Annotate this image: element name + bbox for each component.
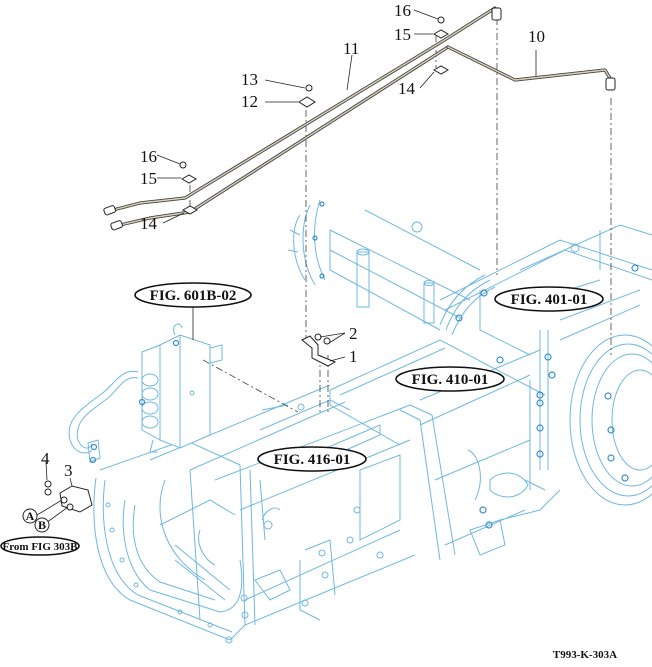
clamp-14-front-icon xyxy=(181,205,199,215)
callout-13: 13 xyxy=(241,70,258,89)
assembly-center-lines xyxy=(189,18,612,415)
figure-reference-601b-02[interactable]: FIG. 601B-02 xyxy=(134,282,252,308)
callout-2: 2 xyxy=(349,324,358,343)
callout-12: 12 xyxy=(241,92,258,111)
pipe-fittings xyxy=(103,7,616,231)
fig-401-01-label[interactable]: FIG. 401-01 xyxy=(511,292,588,308)
control-valve xyxy=(68,323,223,464)
port-b-label: B xyxy=(38,518,46,532)
drawing-id: T993-K-303A xyxy=(553,649,617,661)
callout-14-front: 14 xyxy=(140,214,158,233)
differential-tube xyxy=(287,199,496,336)
callout-4: 4 xyxy=(41,449,50,468)
fitting-left-lower-icon xyxy=(110,220,123,231)
bolt-4a-icon xyxy=(44,480,52,488)
clamp-15-front-icon xyxy=(180,174,198,184)
callout-16-rear: 16 xyxy=(394,1,411,20)
fitting-top-icon xyxy=(491,7,502,21)
callout-15-front: 15 xyxy=(140,169,157,188)
fig-601b-02-label[interactable]: FIG. 601B-02 xyxy=(150,288,237,304)
front-case-bell-housing xyxy=(93,384,416,644)
bolt-4b-icon xyxy=(44,488,52,496)
clamp-14-rear-icon xyxy=(432,65,450,75)
figure-reference-410-01[interactable]: FIG. 410-01 xyxy=(395,366,505,392)
bracket-1-icon xyxy=(301,335,337,367)
fig-410-01-label[interactable]: FIG. 410-01 xyxy=(412,372,489,388)
pipe-11 xyxy=(111,6,497,227)
pipe-10 xyxy=(446,45,612,82)
callout-1: 1 xyxy=(349,347,358,366)
figure-reference-from-303b[interactable]: From FIG 303B xyxy=(0,536,80,556)
bolt-16-front-icon xyxy=(179,161,187,169)
port-a-label: A xyxy=(26,509,35,523)
callout-10: 10 xyxy=(528,27,545,46)
figure-reference-401-01[interactable]: FIG. 401-01 xyxy=(494,286,604,312)
port-marker-b: B xyxy=(34,517,50,533)
bolt-16-rear-icon xyxy=(437,16,445,24)
from-fig-303b-label[interactable]: From FIG 303B xyxy=(3,541,79,553)
callout-16-front: 16 xyxy=(140,147,157,166)
fig-416-01-label[interactable]: FIG. 416-01 xyxy=(274,452,351,468)
port-marker-a: A xyxy=(22,508,38,524)
port-a-fitting-icon xyxy=(60,496,68,504)
figure-reference-416-01[interactable]: FIG. 416-01 xyxy=(257,446,367,472)
clamp-plate-12-icon xyxy=(298,96,316,108)
callout-15-rear: 15 xyxy=(394,25,411,44)
transmission-case xyxy=(329,339,546,561)
bolt-2b-icon xyxy=(323,337,331,345)
callout-14-rear: 14 xyxy=(398,79,416,98)
bolt-13-icon xyxy=(305,84,313,92)
clamp-15-rear-icon xyxy=(432,29,450,39)
transmission-housing-drawing xyxy=(68,199,652,644)
callout-11: 11 xyxy=(343,39,359,58)
clamp-parts xyxy=(44,16,450,513)
callout-3: 3 xyxy=(64,461,73,480)
callout-numbers: 16 15 14 11 10 13 12 16 15 14 2 1 4 3 xyxy=(41,1,545,480)
port-b-fitting-icon xyxy=(66,503,74,511)
fitting-left-upper-icon xyxy=(103,205,116,216)
fitting-right-icon xyxy=(605,77,616,91)
leader-lines xyxy=(36,9,537,524)
